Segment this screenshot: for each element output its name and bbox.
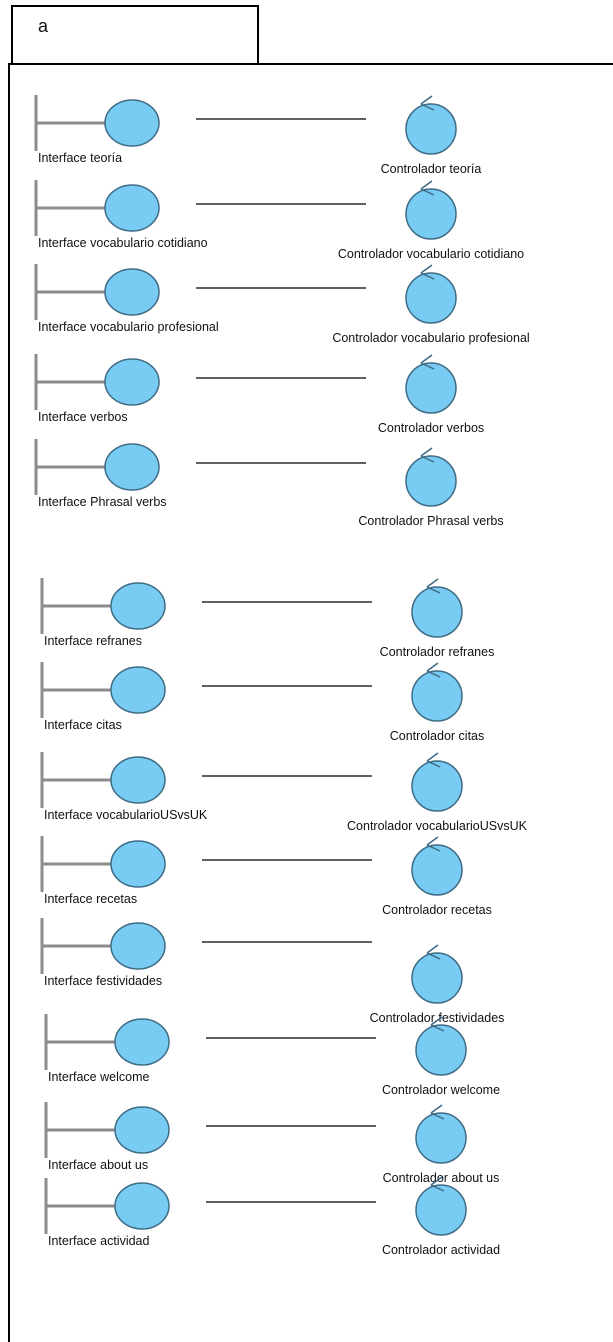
controller-arrow-lower <box>426 760 441 768</box>
controller-circle <box>411 844 463 896</box>
frame-title: a <box>38 16 49 36</box>
frame-border <box>8 63 613 1342</box>
controller-label: Controlador refranes <box>380 645 495 659</box>
controller-arrow-upper <box>420 447 433 457</box>
controller-arrow-lower <box>426 586 441 594</box>
controller-circle <box>405 188 457 240</box>
controller-label: Controlador recetas <box>382 903 492 917</box>
controller-circle <box>411 670 463 722</box>
controller-circle <box>415 1184 467 1236</box>
controller-circle <box>405 103 457 155</box>
controller-arrow-upper <box>420 354 433 364</box>
controller-label: Controlador citas <box>390 729 485 743</box>
controller-arrow-lower <box>430 1024 445 1032</box>
interface-label: Interface refranes <box>44 634 142 648</box>
interface-label: Interface about us <box>48 1158 148 1172</box>
interface-label: Interface festividades <box>44 974 162 988</box>
boundary-circle <box>104 443 160 491</box>
controller-arrow-upper <box>426 944 439 954</box>
controller-label: Controlador actividad <box>382 1243 500 1257</box>
controller-arrow-lower <box>420 188 435 196</box>
interface-label: Interface Phrasal verbs <box>38 495 167 509</box>
pair-8: Interface vocabularioUSvsUK Controlador v… <box>40 752 528 833</box>
controller-arrow-lower <box>430 1112 445 1120</box>
pair-3: Interface vocabulario profesionalControl… <box>34 264 530 345</box>
controller-label: Controlador welcome <box>382 1083 500 1097</box>
controller-arrow-upper <box>426 578 439 588</box>
controller-arrow-lower <box>420 455 435 463</box>
frame-title-tab <box>11 5 259 65</box>
interface-label: Interface vocabularioUSvsUK <box>44 808 208 822</box>
boundary-circle <box>110 666 166 714</box>
interface-label: Interface citas <box>44 718 122 732</box>
interface-label: Interface vocabulario cotidiano <box>38 236 208 250</box>
controller-label: Controlador vocabulario profesional <box>332 331 529 345</box>
controller-circle <box>411 952 463 1004</box>
controller-arrow-lower <box>420 103 435 111</box>
controller-label: Controlador vocabulario cotidiano <box>338 247 524 261</box>
controller-arrow-upper <box>430 1016 443 1026</box>
controller-arrow-lower <box>430 1184 445 1192</box>
controller-arrow-upper <box>430 1104 443 1114</box>
controller-label: Controlador teoría <box>381 162 482 176</box>
interface-label: Interface actividad <box>48 1234 149 1248</box>
controller-circle <box>415 1112 467 1164</box>
controller-arrow-upper <box>426 836 439 846</box>
boundary-circle <box>114 1106 170 1154</box>
controller-arrow-lower <box>420 272 435 280</box>
controller-circle <box>411 760 463 812</box>
interface-label: Interface welcome <box>48 1070 149 1084</box>
interface-label: Interface recetas <box>44 892 137 906</box>
controller-arrow-lower <box>420 362 435 370</box>
controller-label: Controlador Phrasal verbs <box>358 514 503 528</box>
controller-label: Controlador vocabularioUSvsUK <box>347 819 528 833</box>
controller-label: Controlador verbos <box>378 421 484 435</box>
controller-circle <box>405 455 457 507</box>
controller-arrow-lower <box>426 670 441 678</box>
controller-circle <box>411 586 463 638</box>
boundary-circle <box>114 1018 170 1066</box>
controller-circle <box>405 272 457 324</box>
interface-label: Interface verbos <box>38 410 128 424</box>
controller-arrow-lower <box>426 844 441 852</box>
controller-arrow-upper <box>426 752 439 762</box>
controller-arrow-upper <box>430 1176 443 1186</box>
controller-arrow-upper <box>420 95 433 105</box>
boundary-circle <box>104 184 160 232</box>
controller-arrow-upper <box>420 264 433 274</box>
boundary-circle <box>104 268 160 316</box>
boundary-circle <box>110 582 166 630</box>
interface-label: Interface teoría <box>38 151 122 165</box>
boundary-circle <box>110 840 166 888</box>
boundary-circle <box>110 922 166 970</box>
controller-circle <box>415 1024 467 1076</box>
boundary-circle <box>114 1182 170 1230</box>
boundary-circle <box>104 99 160 147</box>
boundary-circle <box>104 358 160 406</box>
controller-arrow-lower <box>426 952 441 960</box>
controller-arrow-upper <box>426 662 439 672</box>
pair-2: Interface vocabulario cotidianoControlad… <box>34 180 524 261</box>
boundary-circle <box>110 756 166 804</box>
controller-circle <box>405 362 457 414</box>
interface-label: Interface vocabulario profesional <box>38 320 219 334</box>
controller-label: Controlador festividades <box>370 1011 505 1025</box>
controller-arrow-upper <box>420 180 433 190</box>
